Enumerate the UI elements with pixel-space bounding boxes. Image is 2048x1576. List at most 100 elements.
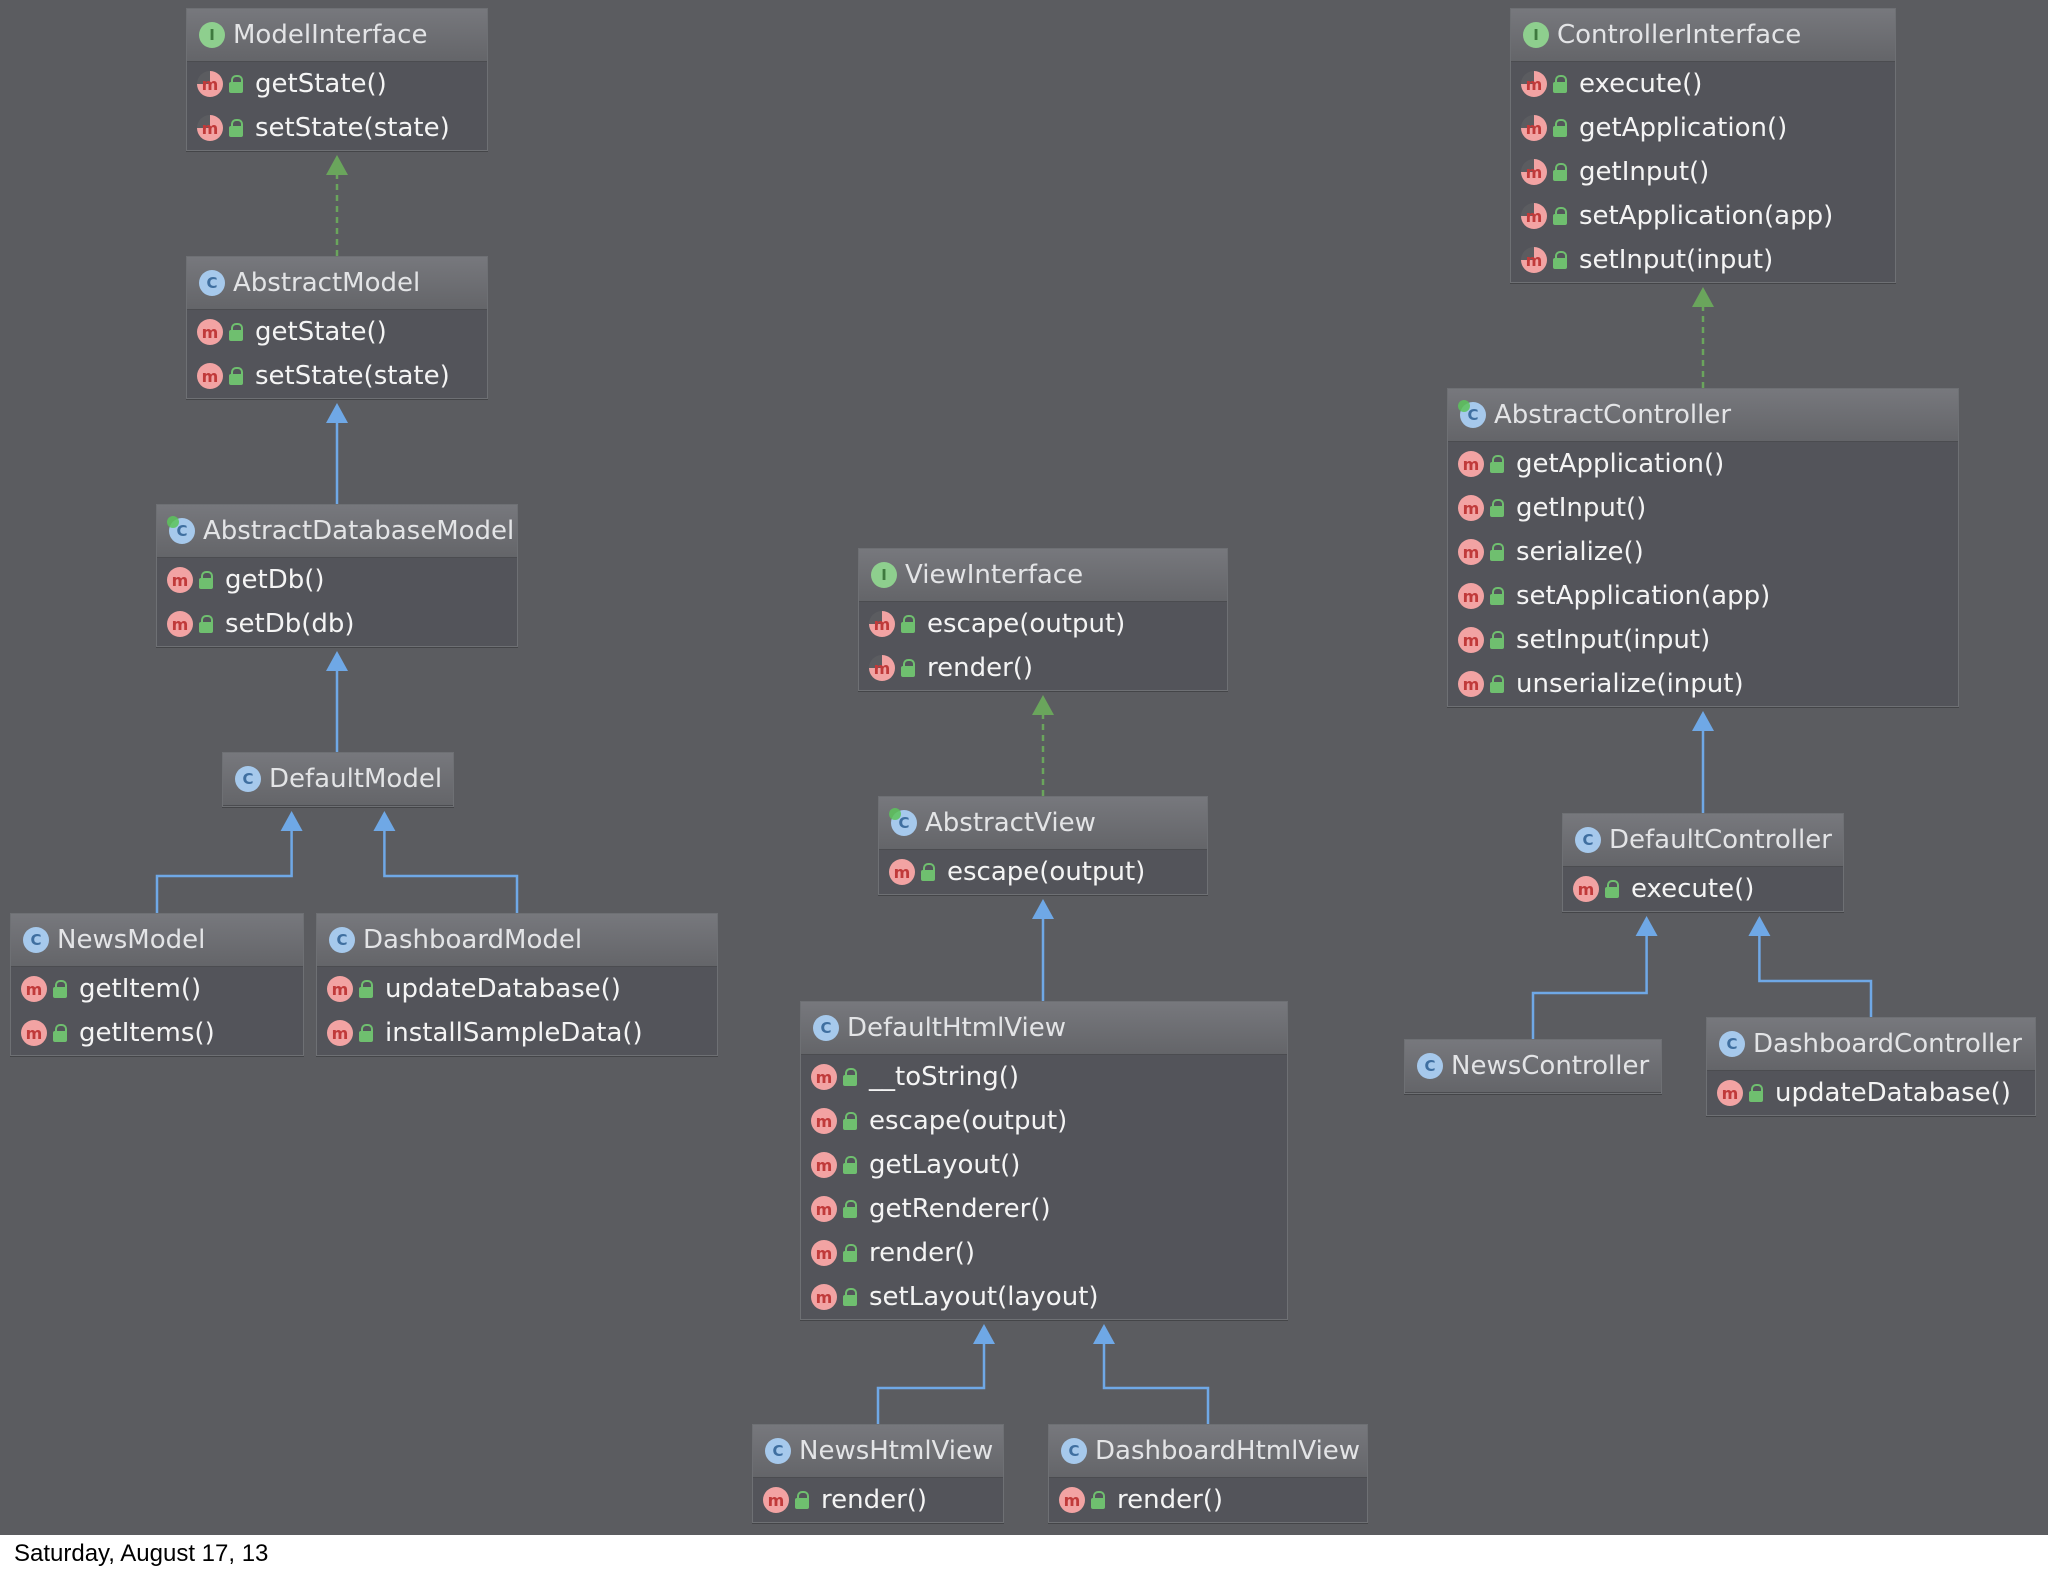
abstract-method-icon: m xyxy=(1521,115,1547,141)
method-icon: m xyxy=(1458,627,1484,653)
class-icon: C xyxy=(1719,1031,1745,1057)
method-name: escape(output) xyxy=(947,857,1146,887)
extends-arrowhead xyxy=(1032,899,1054,919)
class-name: DashboardController xyxy=(1753,1029,2022,1059)
method-name: setInput(input) xyxy=(1579,245,1774,275)
public-lock-icon xyxy=(843,1112,857,1130)
method-icon: m xyxy=(1458,583,1484,609)
abstract-method-icon: m xyxy=(197,115,223,141)
class-name: AbstractView xyxy=(925,808,1096,838)
class-header[interactable]: C DashboardController xyxy=(1707,1018,2035,1071)
abstract-method-icon: m xyxy=(1521,203,1547,229)
method-icon: m xyxy=(327,1020,353,1046)
extends-arrowhead xyxy=(280,811,303,831)
method-icon: m xyxy=(167,567,193,593)
class-header[interactable]: C DefaultController xyxy=(1563,814,1843,867)
method-name: __toString() xyxy=(869,1062,1019,1092)
abstract-class-icon: C xyxy=(1458,400,1486,428)
extends-arrowhead xyxy=(1635,916,1658,936)
method-name: escape(output) xyxy=(927,609,1126,639)
method-row[interactable]: m unserialize(input) xyxy=(1448,662,1958,706)
public-lock-icon xyxy=(359,1024,373,1042)
method-name: unserialize(input) xyxy=(1516,669,1744,699)
abstract-method-icon: m xyxy=(1521,71,1547,97)
method-icon: m xyxy=(1458,671,1484,697)
method-name: render() xyxy=(1117,1485,1224,1515)
relationship-edges xyxy=(155,155,1873,1424)
class-name: DefaultController xyxy=(1609,825,1832,855)
public-lock-icon xyxy=(843,1068,857,1086)
public-lock-icon xyxy=(901,615,915,633)
class-icon: C xyxy=(1575,827,1601,853)
implements-arrowhead xyxy=(1032,695,1054,715)
method-row[interactable]: m__toString() xyxy=(801,1055,1287,1099)
method-name: getInput() xyxy=(1516,493,1647,523)
method-name: render() xyxy=(869,1238,976,1268)
method-icon: m xyxy=(197,319,223,345)
public-lock-icon xyxy=(1553,119,1567,137)
